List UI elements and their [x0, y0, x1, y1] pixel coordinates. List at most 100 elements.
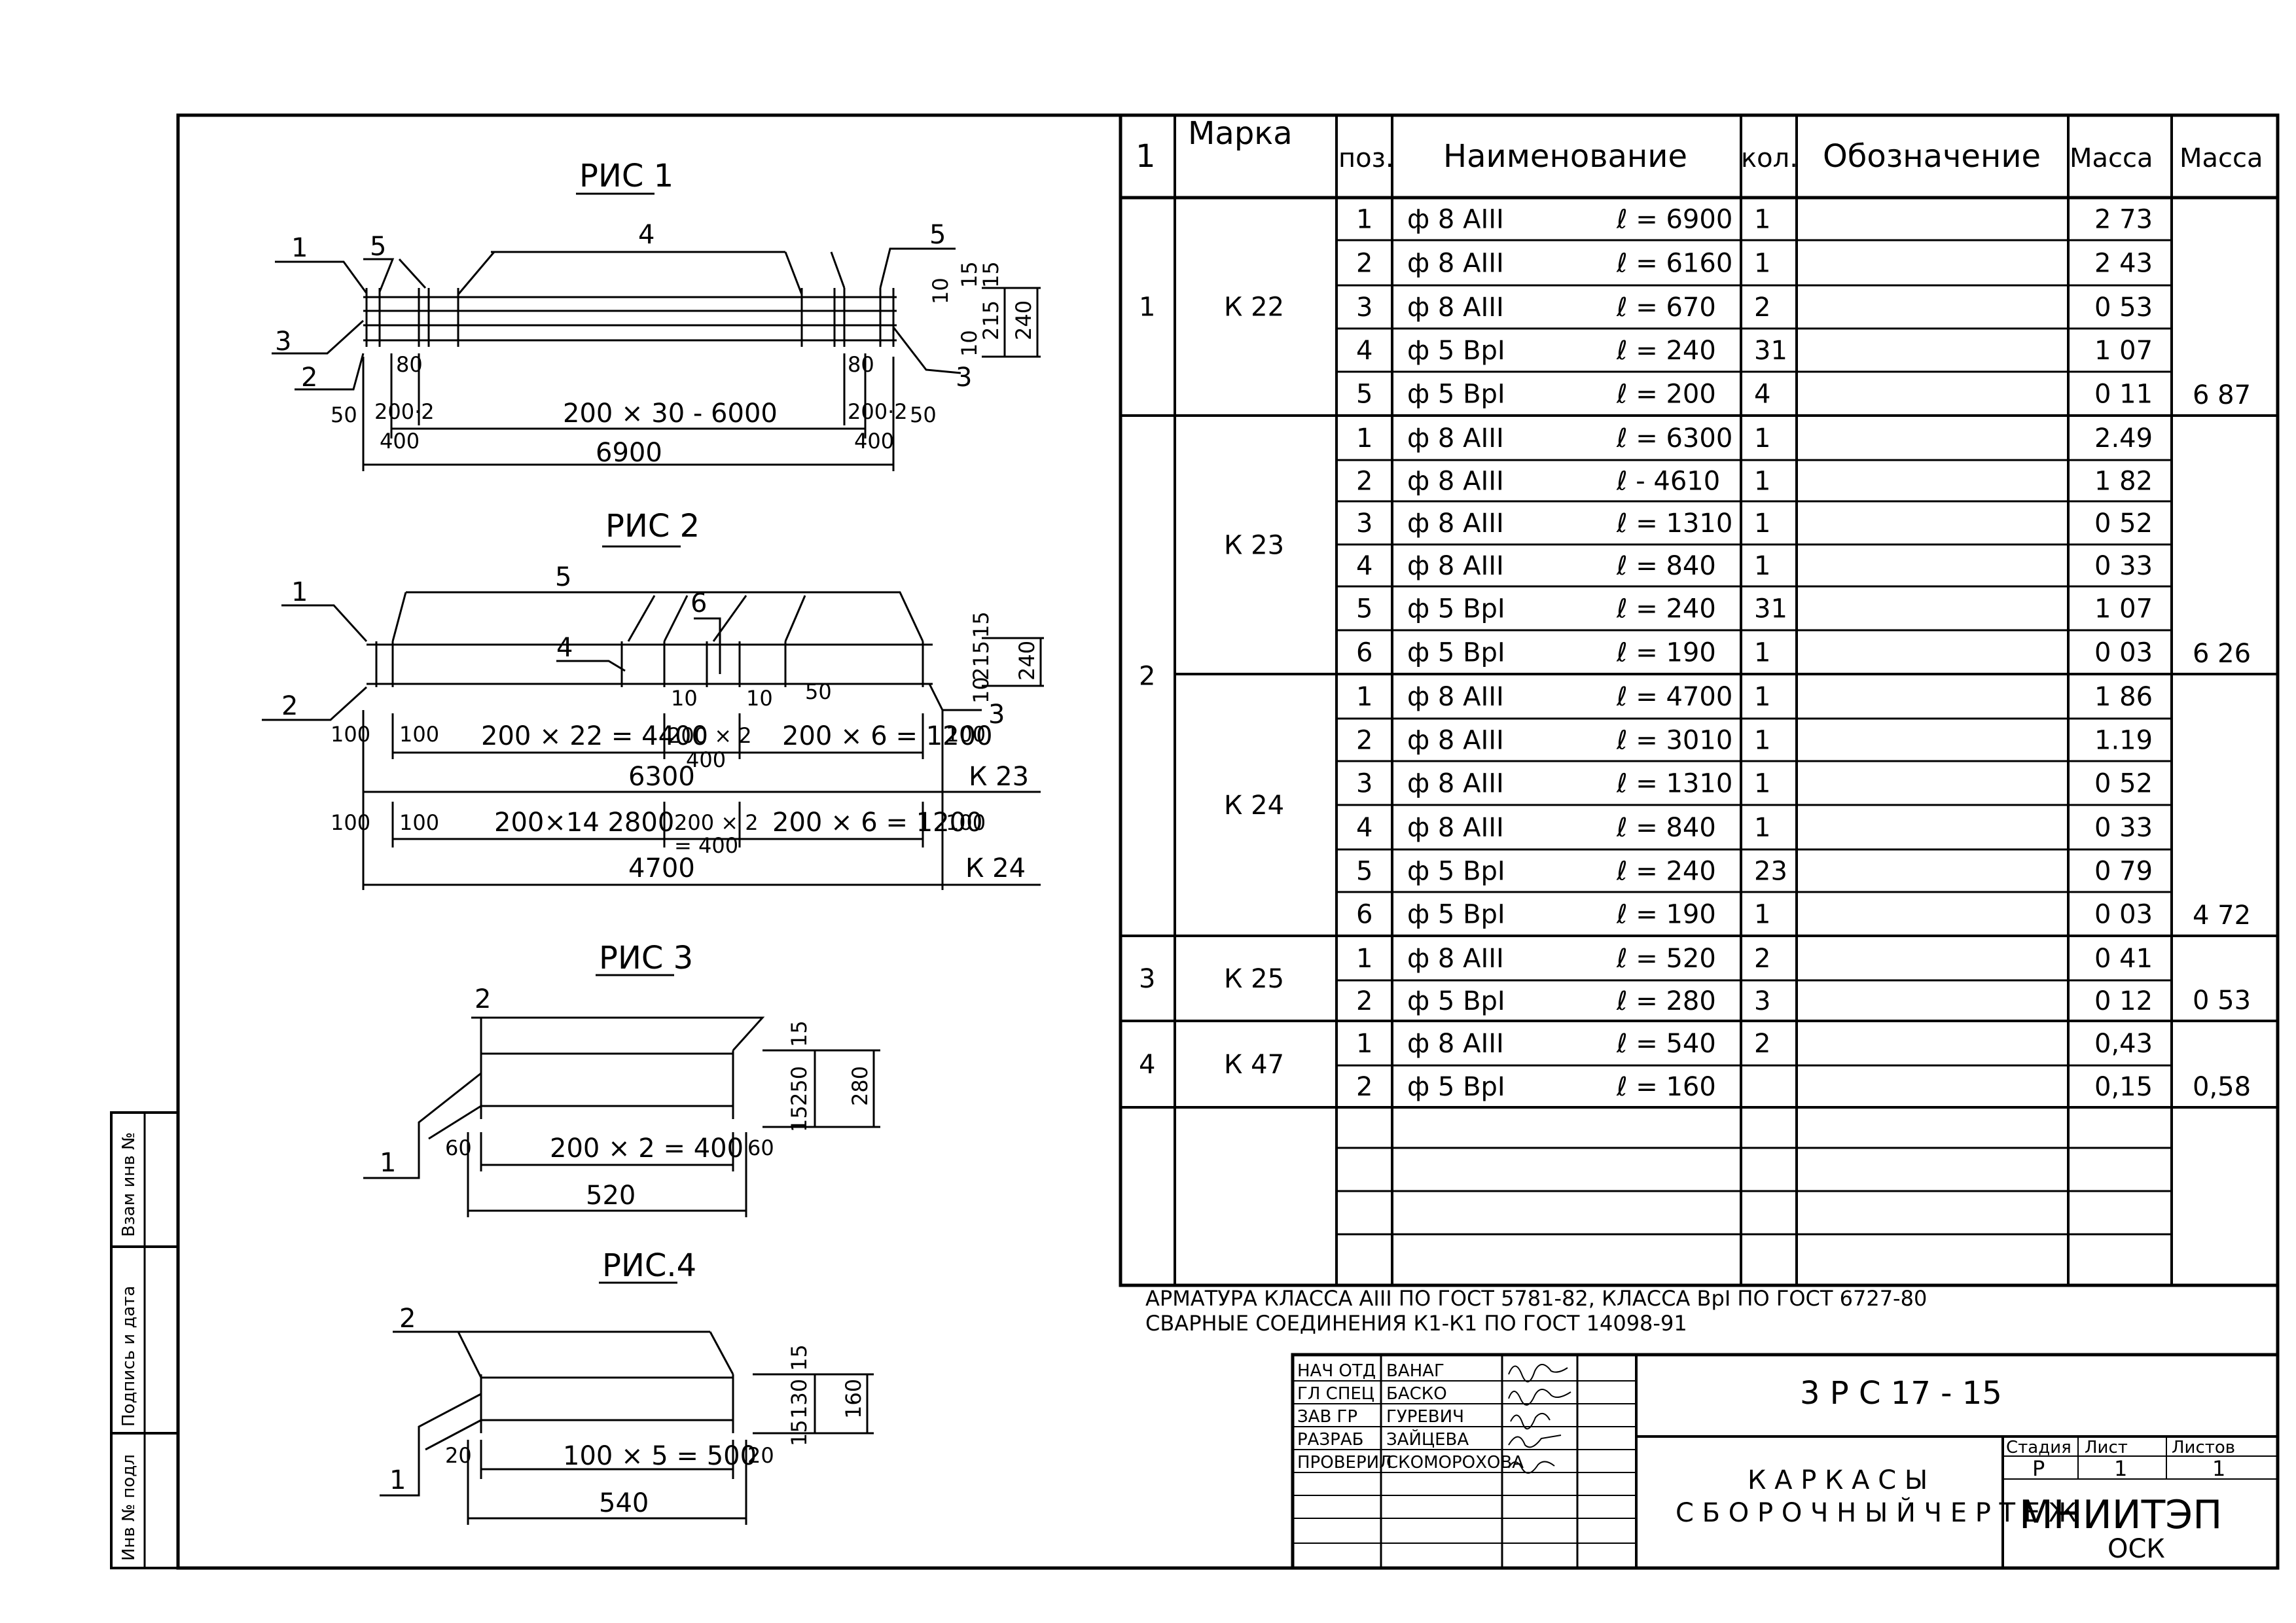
fig1-dim: 80: [396, 352, 423, 377]
doc-code: 3 Р С 17 - 15: [1800, 1375, 2002, 1412]
spec-pos: 2: [1356, 467, 1372, 497]
spec-mass: 0 53: [2094, 293, 2153, 323]
fig2-k24-dim: К 24: [965, 853, 1026, 883]
spec-table-header: 1 Марка поз. Наименование кол. Обозначен…: [1136, 115, 2263, 175]
spec-group-num: 3: [1139, 964, 1155, 994]
spec-length: ℓ = 240: [1616, 594, 1716, 624]
spec-mass: 2.49: [2094, 423, 2153, 454]
header-mark: Марка: [1188, 115, 1293, 152]
spec-mass: 1 82: [2094, 467, 2153, 497]
fig2-dim: 10: [746, 686, 773, 711]
spec-mass: 0 33: [2094, 813, 2153, 843]
fig2-k23-dim: 200 × 2: [668, 723, 752, 748]
spec-mass: 0 41: [2094, 944, 2153, 974]
fig1-callout: 2: [301, 363, 317, 393]
spec-mass: 0 52: [2094, 769, 2153, 799]
notes: АРМАТУРА КЛАССА АIII ПО ГОСТ 5781-82, КЛ…: [1145, 1286, 1927, 1336]
spec-brand: К 22: [1224, 293, 1284, 323]
fig4-dim: 15: [787, 1344, 812, 1371]
header-pos: поз.: [1338, 143, 1394, 173]
fig2-dim: 10: [671, 686, 698, 711]
spec-qty: 1: [1754, 467, 1770, 497]
fig3-dim: 280: [848, 1066, 872, 1106]
fig1-dim: 6900: [596, 438, 662, 468]
fig1-dim: 200·2: [848, 399, 908, 424]
header-mass-total: Масса: [2179, 143, 2263, 173]
fig2-k24-dim: 200 × 6 = 1200: [772, 808, 982, 838]
spec-brand: К 23: [1224, 531, 1284, 561]
note-line: АРМАТУРА КЛАССА АIII ПО ГОСТ 5781-82, КЛ…: [1145, 1286, 1927, 1311]
spec-qty: 3: [1754, 986, 1770, 1016]
spec-qty: 1: [1754, 769, 1770, 799]
signatures: [1508, 1364, 1571, 1474]
spec-qty: 31: [1754, 594, 1787, 624]
figure-1: [272, 192, 1041, 471]
spec-rebar: ф 8 АIII: [1407, 682, 1504, 712]
spec-rebar: ф 5 ВрI: [1407, 986, 1505, 1016]
spec-pos: 4: [1356, 336, 1372, 366]
fig4-dim: 130: [787, 1379, 812, 1419]
spec-rebar: ф 8 АIII: [1407, 944, 1504, 974]
fig2-dim: 15: [969, 611, 994, 638]
spec-mass: 0 11: [2094, 380, 2153, 410]
spec-qty: 1: [1754, 726, 1770, 756]
spec-mass: 1.19: [2094, 726, 2153, 756]
fig1-callout: 3: [956, 363, 972, 393]
spec-length: ℓ = 190: [1616, 638, 1716, 668]
spec-length: ℓ = 200: [1616, 380, 1716, 410]
sheet-value: 1: [2114, 1456, 2127, 1481]
person-role: НАЧ ОТД: [1297, 1361, 1376, 1381]
spec-mass-total: 6 26: [2193, 639, 2251, 669]
spec-length: ℓ = 190: [1616, 900, 1716, 930]
fig2-k24-dim: 4700: [628, 853, 695, 883]
fig1-dim: 15: [957, 261, 982, 288]
fig2-k23-dim: 100: [399, 722, 439, 747]
header-num: 1: [1136, 138, 1156, 175]
spec-mass: 0 12: [2094, 986, 2153, 1016]
spec-length: ℓ = 6160: [1616, 249, 1732, 279]
spec-length: ℓ = 240: [1616, 857, 1716, 887]
sheets-label: Листов: [2172, 1438, 2235, 1457]
fig2-callout: 5: [555, 562, 571, 592]
spec-length: ℓ = 240: [1616, 336, 1716, 366]
side-stamp-replace: Взам инв №: [119, 1132, 139, 1237]
fig4-callout: 1: [389, 1465, 406, 1495]
spec-mass: 1 86: [2094, 682, 2153, 712]
person-name: БАСКО: [1386, 1384, 1447, 1404]
spec-rebar: ф 8 АIII: [1407, 423, 1504, 454]
figure-3: [363, 974, 880, 1217]
person-name: СКОМОРОХОВА: [1386, 1453, 1524, 1472]
spec-length: ℓ = 670: [1616, 293, 1716, 323]
person-role: РАЗРАБ: [1297, 1430, 1363, 1450]
fig4-dim: 20: [747, 1443, 774, 1468]
spec-qty: 1: [1754, 900, 1770, 930]
fig2-dim: 50: [805, 679, 832, 704]
sheet-frame: [110, 113, 2280, 1570]
fig1-dim: 50: [910, 402, 937, 427]
fig2-k23-dim: К 23: [969, 762, 1029, 792]
fig1-dim: 200 × 30 - 6000: [563, 399, 778, 429]
fig2-dim: 10: [969, 677, 994, 704]
fig2-dim: 240: [1014, 641, 1039, 681]
spec-rebar: ф 5 ВрI: [1407, 380, 1505, 410]
title-block-texts: 3 Р С 17 - 15 К А Р К А С Ы С Б О Р О Ч …: [1676, 1375, 2235, 1564]
figure-3-labels: РИС 3 2 1 15 250 15 280 60 200 × 2 = 400…: [380, 940, 872, 1211]
spec-rebar: ф 5 ВрI: [1407, 1072, 1505, 1102]
spec-rebar: ф 8 АIII: [1407, 726, 1504, 756]
figure-1-title: РИС 1: [579, 158, 673, 194]
spec-rebar: ф 8 АIII: [1407, 551, 1504, 581]
fig2-dim: 215: [969, 641, 994, 681]
spec-length: ℓ = 3010: [1616, 726, 1732, 756]
figure-4-title: РИС.4: [602, 1247, 696, 1284]
fig2-k23-dim: 100: [946, 722, 986, 747]
spec-mass: 1 07: [2094, 594, 2153, 624]
spec-brand: К 47: [1224, 1050, 1284, 1080]
spec-length: ℓ = 520: [1616, 944, 1716, 974]
fig4-callout: 2: [399, 1304, 416, 1334]
fig1-dim: 50: [331, 402, 357, 427]
note-line: СВАРНЫЕ СОЕДИНЕНИЯ К1-К1 ПО ГОСТ 14098-9…: [1145, 1311, 1687, 1336]
spec-rebar: ф 5 ВрI: [1407, 336, 1505, 366]
side-stamp-inv: Инв № подл: [119, 1454, 139, 1561]
